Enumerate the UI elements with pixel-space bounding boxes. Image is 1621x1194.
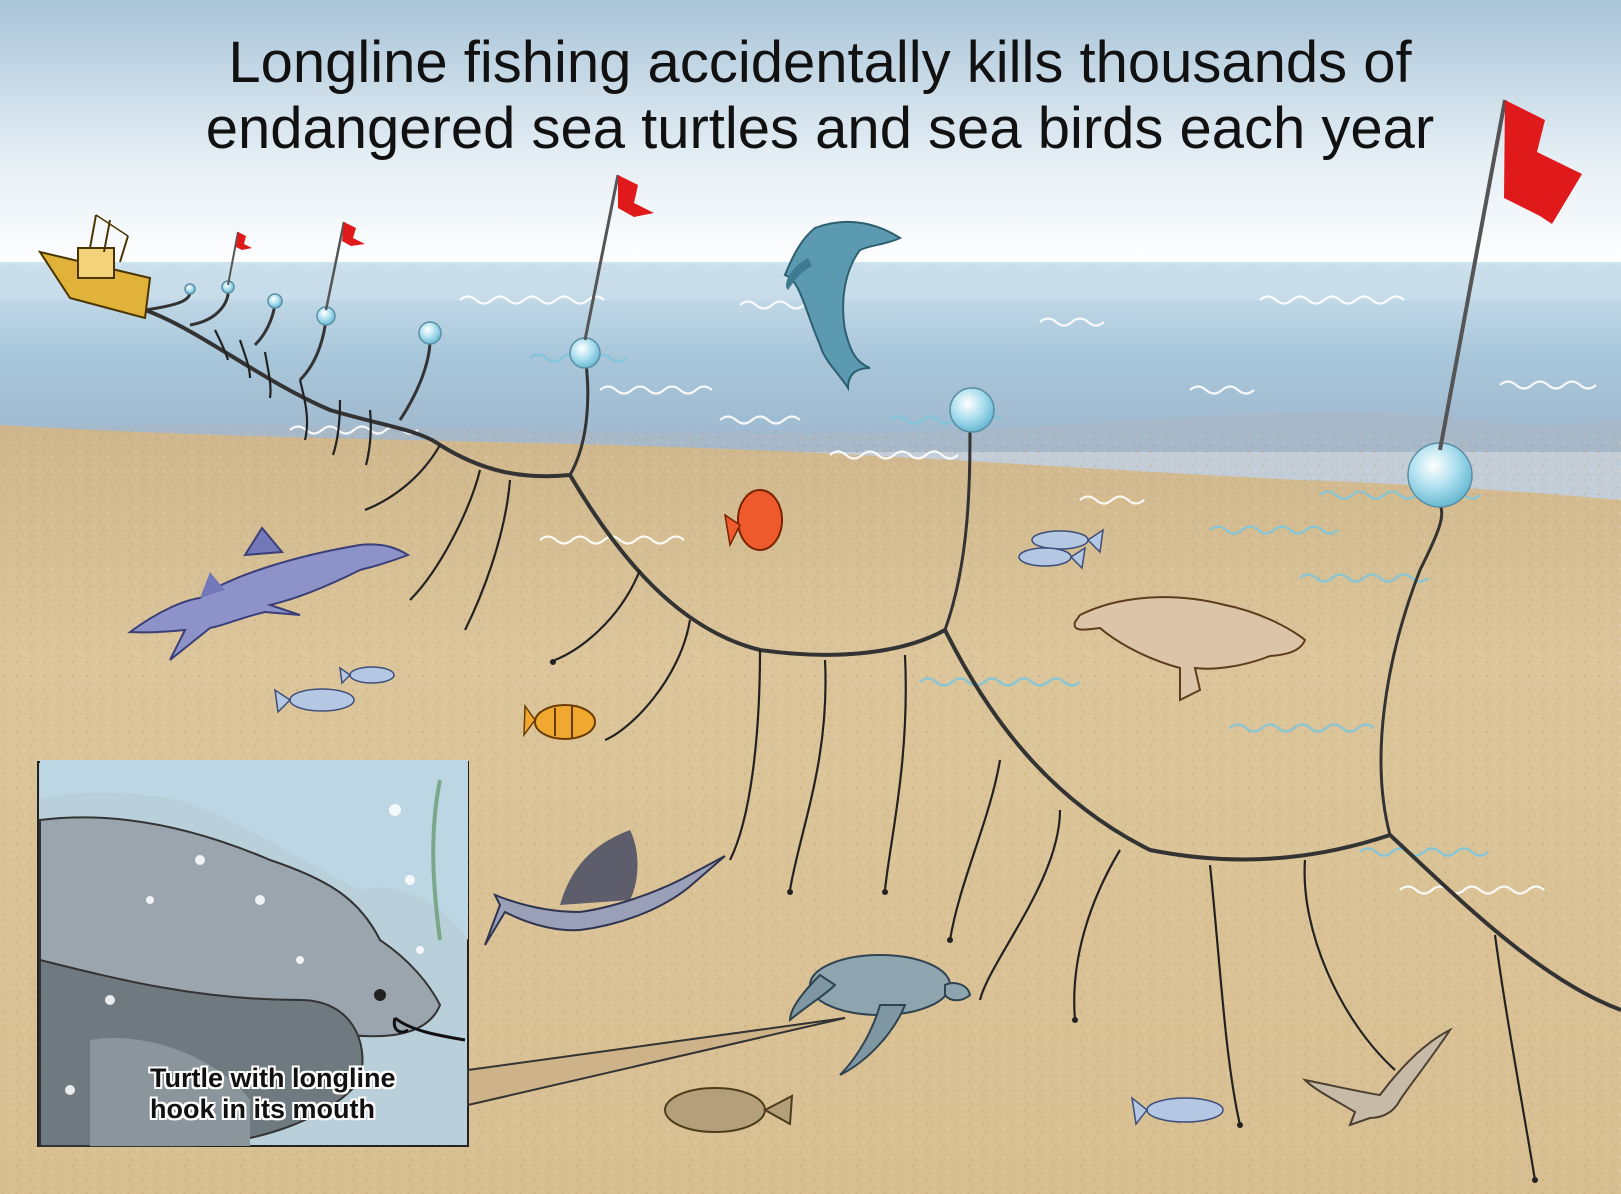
title-line-1: Longline fishing accidentally kills thou…	[120, 30, 1520, 96]
buoy-5	[419, 322, 441, 344]
buoy-7	[950, 388, 994, 432]
buoy-6	[570, 338, 600, 368]
inset-caption-line-2: hook in its mouth	[150, 1094, 480, 1125]
title-line-2: endangered sea turtles and sea birds eac…	[120, 96, 1520, 162]
buoy-1	[185, 284, 195, 294]
buoy-3	[268, 294, 282, 308]
buoy-8	[1408, 443, 1472, 507]
diagram-title: Longline fishing accidentally kills thou…	[120, 30, 1520, 162]
inset-caption: Turtle with longline hook in its mouth	[150, 1063, 480, 1125]
inset-caption-line-1: Turtle with longline	[150, 1063, 480, 1094]
